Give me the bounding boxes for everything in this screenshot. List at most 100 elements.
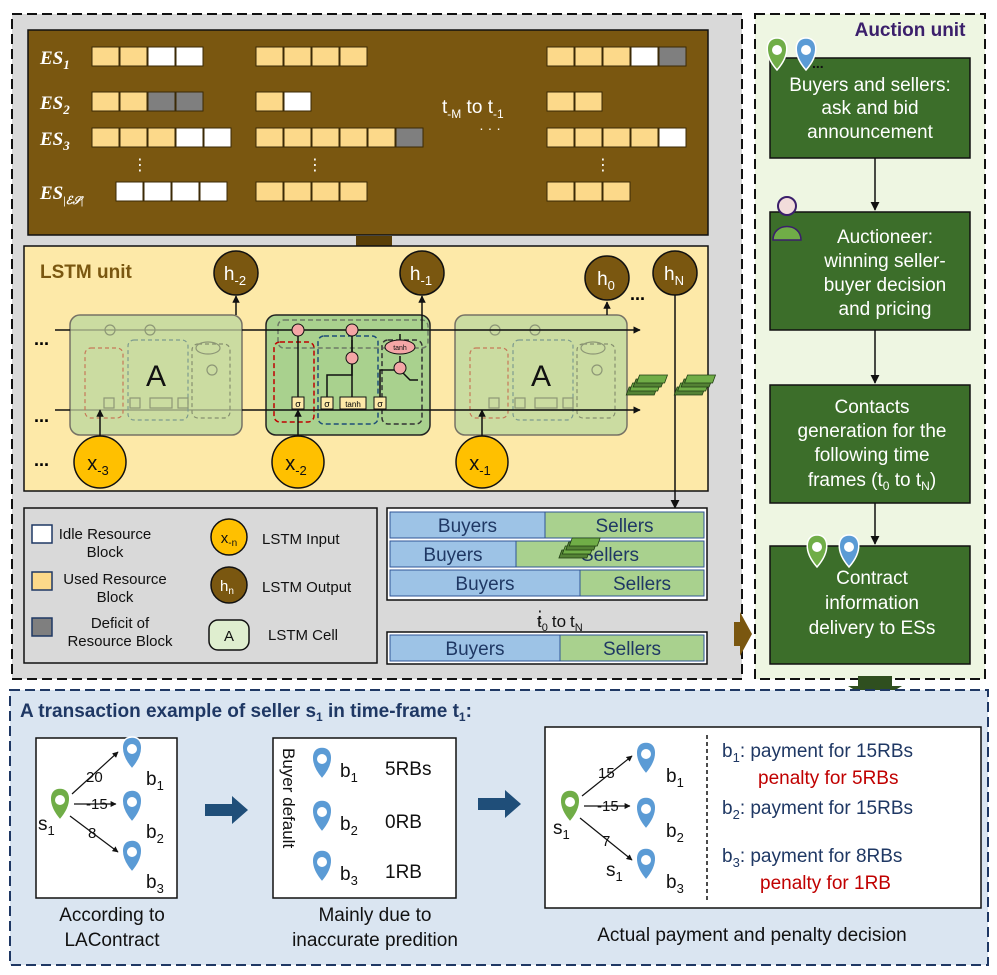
legend-deficit-label-1: Deficit of bbox=[91, 615, 150, 632]
seller-pin-icon bbox=[49, 787, 71, 822]
resource-block bbox=[546, 46, 575, 67]
auction-step-3-line-4: frames (t0 to tN) bbox=[808, 470, 936, 493]
contract-edge-label: 20 bbox=[86, 769, 103, 786]
resource-block bbox=[658, 46, 687, 67]
actual-edge-label: 7 bbox=[602, 833, 610, 850]
resource-block bbox=[574, 91, 603, 112]
lstm-cell-right-label: A bbox=[531, 360, 551, 393]
example-arrow-1 bbox=[205, 796, 248, 824]
legend-used-swatch bbox=[31, 571, 53, 591]
actual-edge-label: 15 bbox=[598, 765, 615, 782]
buyer-pin-icon bbox=[635, 741, 657, 776]
auction-step-3-line-1: Contacts bbox=[835, 397, 910, 418]
resource-block bbox=[119, 46, 148, 67]
market-final-sellers-label: Sellers bbox=[603, 639, 661, 660]
resource-block bbox=[171, 181, 200, 202]
resource-block bbox=[630, 46, 659, 67]
lstm-title: LSTM unit bbox=[40, 262, 132, 283]
market-buyers-label: Buyers bbox=[423, 545, 482, 566]
buyer-pin-icon bbox=[838, 534, 860, 569]
contract-edge-label: 8 bbox=[88, 825, 96, 842]
auction-step-3 bbox=[769, 384, 971, 504]
add-op-icon bbox=[345, 323, 359, 337]
market-final-buyers bbox=[389, 634, 561, 662]
lstm-io-arrows bbox=[96, 292, 680, 509]
default-caption-1: Mainly due to bbox=[318, 905, 431, 926]
default-buyer-label: b1 bbox=[340, 761, 358, 785]
auction-step-1-line-3: announcement bbox=[807, 122, 933, 143]
lstm-cell-left bbox=[69, 314, 243, 436]
resource-block bbox=[339, 46, 368, 67]
lstm-left-internals bbox=[70, 324, 242, 421]
actual-edge bbox=[581, 755, 633, 797]
buyer-pin-icon bbox=[121, 839, 143, 874]
legend-cell-icon bbox=[208, 619, 250, 651]
legend-idle-label-2: Block bbox=[87, 544, 124, 561]
buyer-pin-icon bbox=[121, 736, 143, 771]
auction-step-3-line-3: following time bbox=[814, 445, 929, 466]
resource-block bbox=[602, 181, 631, 202]
resource-block bbox=[395, 127, 424, 148]
legend-cell-label: LSTM Cell bbox=[268, 627, 338, 644]
lstm-output-node bbox=[213, 250, 259, 296]
es-row-label: ES|ℰ𝒮| bbox=[39, 183, 84, 207]
example-title: A transaction example of seller s1 in ti… bbox=[20, 701, 472, 724]
resource-block bbox=[283, 91, 312, 112]
lstm-input-node bbox=[73, 435, 127, 489]
resource-block bbox=[311, 46, 340, 67]
auction-step-4-line-3: delivery to ESs bbox=[809, 618, 936, 639]
seller-label: s1 bbox=[606, 860, 623, 884]
lstm-input-node bbox=[271, 435, 325, 489]
market-buyers-label: Buyers bbox=[455, 574, 514, 595]
gate-output bbox=[373, 396, 387, 410]
resource-block bbox=[175, 127, 204, 148]
auctioneer-person-icon bbox=[772, 196, 802, 241]
buyer-label: b2 bbox=[146, 822, 164, 846]
seller-label: s1 bbox=[553, 818, 570, 842]
lstm-input-label: x-1 bbox=[469, 453, 491, 478]
buyer-pin-icon bbox=[635, 847, 657, 882]
default-box bbox=[272, 737, 457, 899]
buyer-label: b1 bbox=[146, 769, 164, 793]
default-rb-label: 0RB bbox=[385, 812, 422, 833]
auction-icons-ellipsis: ... bbox=[812, 55, 824, 71]
resource-block bbox=[367, 127, 396, 148]
default-rb-label: 1RB bbox=[385, 862, 422, 883]
money-stack-icon bbox=[625, 374, 669, 396]
gate-candidate bbox=[339, 396, 367, 410]
penalty-line: penalty for 1RB bbox=[760, 873, 891, 894]
example-arrow-2 bbox=[478, 790, 521, 818]
market-buyers-bar bbox=[389, 511, 546, 539]
resource-block bbox=[283, 181, 312, 202]
resource-block bbox=[115, 181, 144, 202]
buyer-pin-icon bbox=[121, 789, 143, 824]
tanh-op-icon bbox=[384, 339, 416, 355]
lstm-input-label: x-2 bbox=[285, 453, 307, 478]
es-time-range: t-M to t-1 bbox=[442, 97, 504, 121]
output-mul-icon bbox=[393, 361, 407, 375]
resource-block bbox=[91, 46, 120, 67]
legend-output-symbol: hn bbox=[220, 578, 234, 597]
auction-icons bbox=[558, 37, 860, 569]
es-row-label: ES2 bbox=[39, 93, 70, 117]
default-vertical-label: Buyer default bbox=[279, 748, 298, 848]
resource-block bbox=[91, 127, 120, 148]
buyer-label: b2 bbox=[666, 821, 684, 845]
resource-block bbox=[255, 181, 284, 202]
resource-block bbox=[630, 127, 659, 148]
resource-block bbox=[203, 127, 232, 148]
lstm-ellipsis-2: ... bbox=[34, 406, 49, 426]
resource-block bbox=[147, 127, 176, 148]
gate-candidate-label: tanh bbox=[345, 400, 361, 409]
buyer-pin-icon bbox=[311, 849, 333, 884]
auction-step-2-line-2: winning seller- bbox=[823, 251, 945, 272]
buyer-label: b3 bbox=[146, 872, 164, 896]
actual-edge bbox=[579, 817, 633, 861]
lstm-middle-ops: tanh σ σ tanh σ bbox=[291, 323, 416, 410]
